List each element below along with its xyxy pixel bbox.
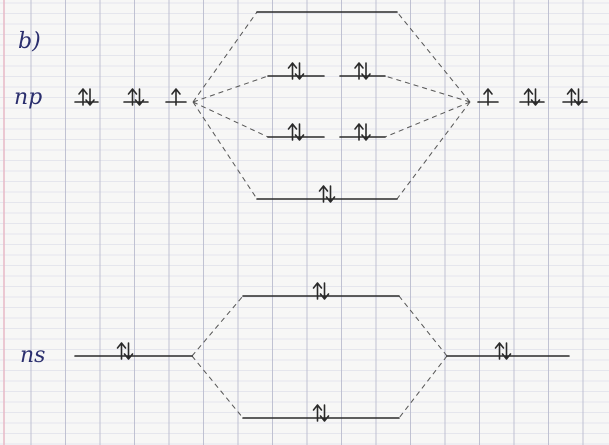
- mo-p-antibonding-pi-electron-down: [294, 62, 305, 80]
- mo-s-antibonding-electron-up: [312, 282, 323, 300]
- correlation-line: [398, 355, 448, 419]
- left-atom-p-orbital-electron-up: [171, 88, 181, 106]
- mo-p-bonding-pi-electron-down: [361, 123, 371, 141]
- correlation-line: [384, 101, 471, 138]
- left-atom-p-orbital-electron-up: [127, 88, 138, 106]
- left-atom-p-orbital-electron-down: [85, 88, 95, 106]
- mo-p-bonding-pi-electron-down: [294, 123, 305, 141]
- mo-p-bonding-pi-electron-up: [287, 123, 298, 141]
- np-label: np: [14, 85, 42, 110]
- right-atom-p-orbital-electron-up: [523, 88, 534, 106]
- energy-levels: [74, 11, 588, 419]
- right-atom-p-orbital-electron-down: [530, 88, 541, 106]
- correlation-line: [398, 295, 448, 357]
- right-atom-s-orbital-electron-up: [494, 342, 505, 360]
- mo-p-bonding-sigma-electron-up: [318, 185, 329, 203]
- right-atom-p-orbital-electron-up: [483, 88, 493, 106]
- mo-p-bonding-sigma-electron-down: [325, 185, 336, 203]
- correlation-line: [191, 355, 244, 419]
- electrons: [78, 62, 584, 422]
- right-atom-p-orbital-electron-down: [573, 88, 584, 106]
- ns-label: ns: [20, 343, 45, 368]
- mo-p-antibonding-pi-electron-up: [287, 62, 298, 80]
- left-atom-p-orbital-electron-up: [78, 88, 88, 106]
- correlation-line: [192, 101, 269, 138]
- correlation-line: [396, 101, 471, 200]
- correlation-line: [192, 75, 269, 103]
- correlation-line: [192, 101, 258, 200]
- mo-s-bonding-electron-down: [319, 404, 330, 422]
- mo-p-antibonding-pi-electron-down: [361, 62, 371, 80]
- mo-p-bonding-pi-electron-up: [354, 123, 364, 141]
- correlation-line: [191, 295, 244, 357]
- correlation-lines: [191, 11, 471, 419]
- left-atom-s-orbital-electron-down: [123, 342, 134, 360]
- left-atom-s-orbital-electron-up: [116, 342, 127, 360]
- left-atom-p-orbital-electron-down: [134, 88, 145, 106]
- correlation-line: [396, 11, 471, 103]
- part-label: b): [18, 29, 41, 54]
- correlation-line: [192, 11, 258, 103]
- correlation-line: [384, 75, 471, 103]
- right-atom-p-orbital-electron-up: [566, 88, 577, 106]
- mo-p-antibonding-pi-electron-up: [354, 62, 364, 80]
- right-atom-s-orbital-electron-down: [501, 342, 512, 360]
- mo-s-antibonding-electron-down: [319, 282, 330, 300]
- mo-s-bonding-electron-up: [312, 404, 323, 422]
